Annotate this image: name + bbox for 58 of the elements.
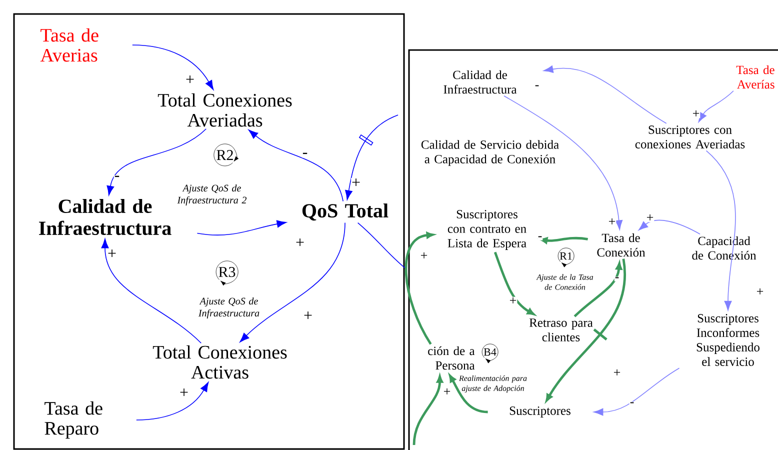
- polarity-sign: +: [612, 368, 622, 378]
- variable-label: QoS Total: [302, 203, 388, 221]
- polarity-sign: +: [351, 178, 362, 188]
- arrow: [594, 368, 680, 416]
- polarity-sign: +: [442, 388, 452, 396]
- polarity-sign: +: [508, 296, 518, 306]
- variable-label: Retraso para clientes: [529, 318, 593, 342]
- arrow: [638, 220, 700, 235]
- arrow: [132, 44, 214, 90]
- variable-label: Total Conexiones Activas: [152, 345, 287, 379]
- arrow: [240, 222, 346, 342]
- arrow: [698, 90, 734, 122]
- variable-label: Suscriptores Inconformes Suspediendo el servicio: [696, 314, 760, 366]
- polarity-sign: +: [107, 248, 118, 260]
- polarity-sign: -: [302, 152, 308, 158]
- variable-label: Suscriptores con contrato en Lista de Espera: [448, 210, 526, 250]
- polarity-sign: -: [534, 84, 540, 90]
- arrow: [136, 382, 209, 420]
- arrow: [504, 95, 623, 230]
- polarity-sign: +: [692, 110, 700, 118]
- arrow: [543, 66, 667, 124]
- arrow: [248, 130, 344, 202]
- polarity-sign: -: [537, 236, 543, 240]
- variable-label: Calidad de Infraestructura: [39, 198, 172, 236]
- arrow: [196, 220, 287, 236]
- polarity-sign: -: [114, 175, 120, 181]
- arrow: [106, 128, 207, 196]
- arrow: [540, 236, 588, 244]
- variable-label: Tasa de Averías: [736, 65, 774, 89]
- polarity-sign: +: [295, 238, 306, 248]
- polarity-sign: +: [420, 252, 428, 260]
- variable-label: Suscriptores: [510, 406, 570, 418]
- variable-label: ción de a Persona: [428, 346, 475, 370]
- polarity-sign: +: [185, 74, 196, 86]
- polarity-sign: -: [629, 402, 635, 406]
- loop-label: Ajuste QoS de Infraestructura 2: [177, 184, 246, 206]
- arrow: [412, 375, 444, 446]
- loop-label: Realimentación para ajuste de Adopción: [458, 375, 527, 393]
- arrow: [494, 252, 534, 316]
- arrow: [404, 232, 434, 345]
- variable-label: Total Conexiones Averiadas: [158, 93, 292, 127]
- variable-label: Capacidad de Conexión: [692, 236, 756, 260]
- arrow: [345, 114, 398, 200]
- variable-label: Suscriptores con conexiones Averiadas: [635, 126, 745, 148]
- arrow: [449, 374, 488, 414]
- variable-label: Tasa de Reparo: [44, 401, 102, 439]
- polarity-sign: +: [179, 388, 190, 398]
- variable-label: Calidad de Infraestructura: [444, 70, 517, 94]
- variable-label: Tasa de Conexión: [597, 233, 646, 257]
- variable-label: Calidad de Servicio debida a Capacidad de Conexión: [421, 140, 559, 166]
- variable-label: Tasa de Averias: [40, 28, 98, 62]
- loop-label: Ajuste QoS de Infraestructura: [198, 297, 260, 319]
- polarity-sign: +: [303, 310, 314, 322]
- arrow: [101, 238, 202, 344]
- polarity-sign: +: [756, 288, 764, 296]
- arrow: [706, 150, 736, 311]
- polarity-sign: +: [608, 218, 616, 226]
- polarity-sign: +: [646, 214, 654, 222]
